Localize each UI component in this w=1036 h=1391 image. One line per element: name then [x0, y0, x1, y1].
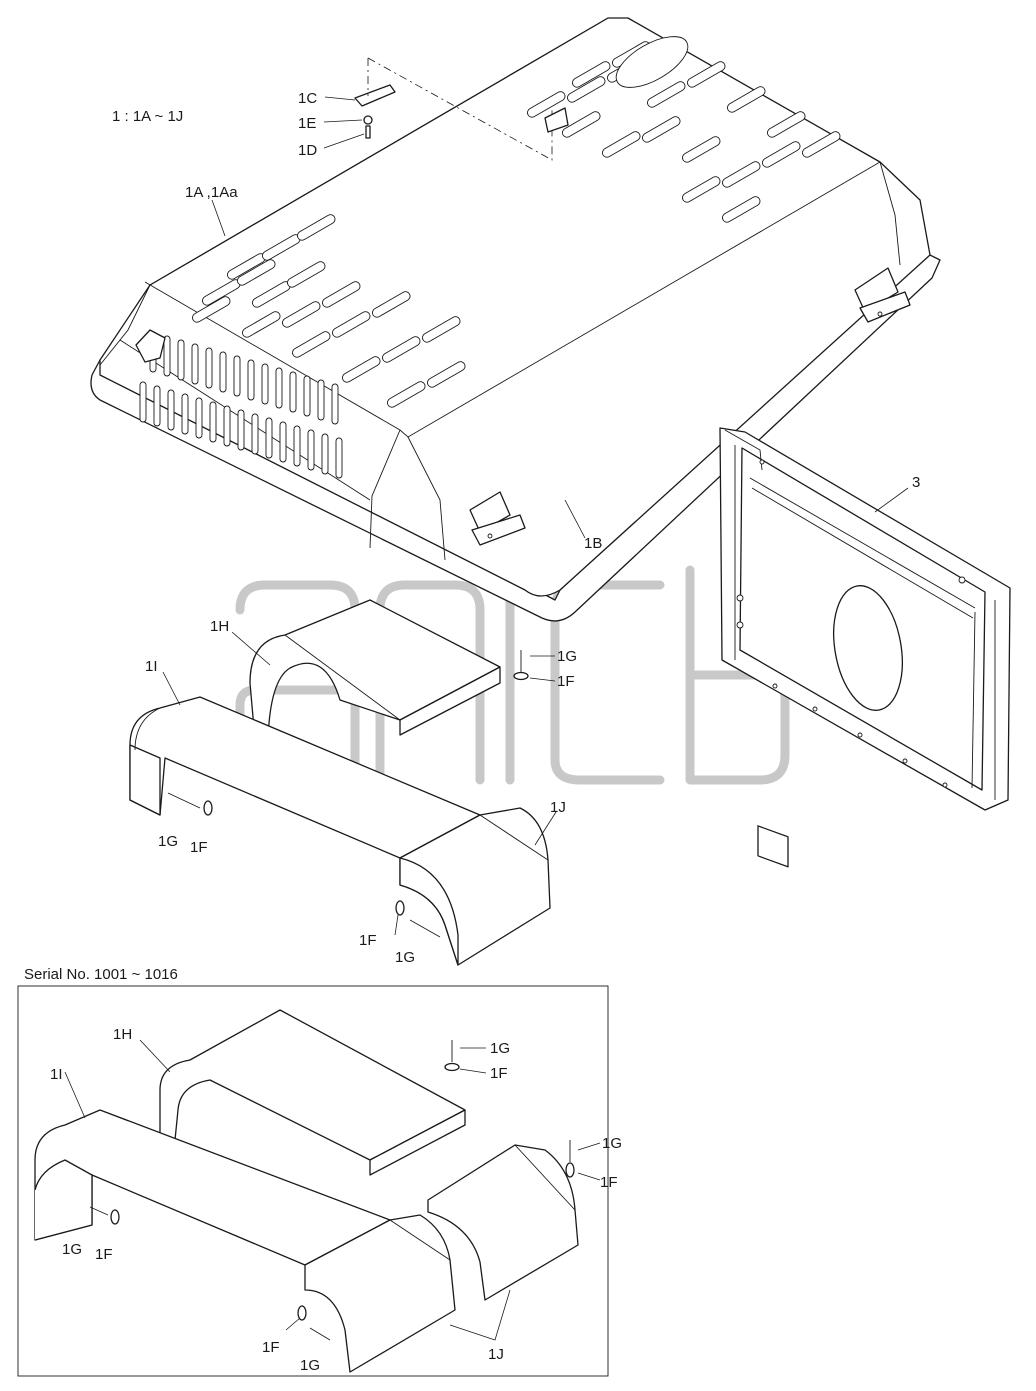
label-1f-upper: 1F	[557, 673, 575, 690]
label-1a: 1A ,1Aa	[185, 184, 238, 201]
front-latch	[135, 329, 166, 363]
label-1f-variant-right: 1F	[600, 1174, 618, 1191]
pad-1j-variant-a	[285, 1214, 456, 1373]
label-1d: 1D	[298, 142, 317, 159]
label-1f-variant-bottom: 1F	[262, 1339, 280, 1356]
pad-1j-variant-b	[427, 1140, 601, 1301]
label-1i-variant: 1I	[50, 1066, 63, 1083]
label-1g-variant-bottom: 1G	[300, 1357, 320, 1374]
door-frame-3	[719, 427, 1011, 868]
label-1g-variant-right: 1G	[602, 1135, 622, 1152]
label-1f-right: 1F	[359, 932, 377, 949]
pad-1h-variant	[139, 1009, 487, 1176]
label-1i: 1I	[145, 658, 158, 675]
label-1f-variant-top: 1F	[490, 1065, 508, 1082]
label-1f-left: 1F	[190, 839, 208, 856]
label-1h-variant: 1H	[113, 1026, 132, 1043]
label-3: 3	[912, 474, 920, 491]
label-1b: 1B	[584, 535, 602, 552]
washer-1f-upper	[513, 671, 529, 681]
label-1g-variant-top: 1G	[490, 1040, 510, 1057]
pad-1i	[129, 671, 481, 859]
door-oval-window	[833, 585, 903, 711]
serial-variant-box	[17, 985, 609, 1377]
label-range: 1 : 1A ~ 1J	[112, 108, 183, 125]
pad-1h	[231, 599, 501, 741]
label-1g-upper: 1G	[557, 648, 577, 665]
label-1j-variant: 1J	[488, 1346, 504, 1363]
hinge-front	[469, 491, 526, 546]
clip-1c	[354, 84, 396, 107]
label-1g-variant-left: 1G	[62, 1241, 82, 1258]
hinge-rear	[854, 267, 911, 323]
front-louvers	[139, 331, 343, 479]
roof-cover-assembly	[90, 17, 941, 622]
bolt-1d	[365, 125, 371, 139]
label-1e: 1E	[298, 115, 316, 132]
label-1h: 1H	[210, 618, 229, 635]
label-1g-left: 1G	[158, 833, 178, 850]
washer-1f-left	[203, 800, 213, 816]
label-1c: 1C	[298, 90, 317, 107]
pad-1j	[394, 807, 557, 966]
washer-1f-right	[395, 900, 405, 916]
pad-1i-variant	[34, 1071, 391, 1266]
washer-1e	[363, 115, 373, 125]
label-1g-right: 1G	[395, 949, 415, 966]
label-1j: 1J	[550, 799, 566, 816]
label-1f-variant-left: 1F	[95, 1246, 113, 1263]
label-serial: Serial No. 1001 ~ 1016	[24, 966, 178, 983]
rear-hatch-oval	[615, 36, 689, 88]
labels: 1 : 1A ~ 1J 1C 1E 1D 1A ,1Aa 1B 3 1H 1I …	[24, 90, 920, 1374]
front-vent-grid	[192, 214, 466, 408]
